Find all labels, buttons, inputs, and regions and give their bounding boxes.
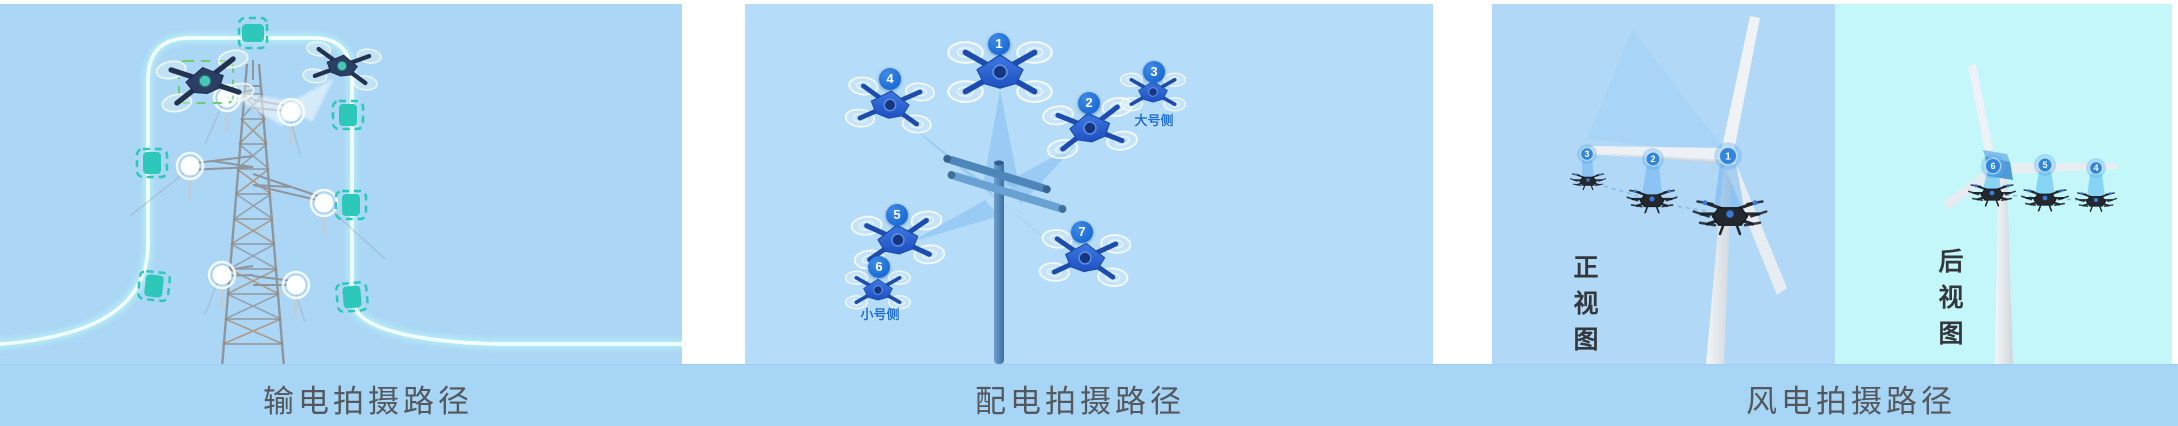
waypoint-badge-5: 5 bbox=[886, 204, 908, 226]
front-blade-markers: 1 2 3 bbox=[1576, 141, 1743, 171]
large-number-side-label: 大号侧 bbox=[1134, 113, 1174, 128]
caption-strip: 输电拍摄路径 配电拍摄路径 风电拍摄路径 bbox=[0, 364, 2178, 426]
waypoint-badge-2: 2 bbox=[1078, 92, 1100, 114]
rear-view-label: 后视图 bbox=[1935, 248, 1963, 356]
inspection-drone-left bbox=[155, 48, 255, 114]
panel-wind-front-view: 1 2 3 正视图 bbox=[1492, 4, 1835, 364]
small-number-side-label: 小号侧 bbox=[860, 307, 900, 322]
waypoint-badge-7: 7 bbox=[1071, 221, 1093, 243]
flight-sequence-arrows-front bbox=[1603, 185, 1707, 212]
rotor-sweep-sheen bbox=[1587, 29, 1728, 154]
wind-turbine-rear bbox=[1943, 64, 2118, 364]
waypoint-badge-4: 4 bbox=[879, 68, 901, 90]
panel-wind-rear-view: 6 5 4 后视图 bbox=[1835, 4, 2172, 364]
rear-blade-markers: 6 5 4 bbox=[1980, 153, 2107, 179]
front-marker-mid: 2 bbox=[1650, 154, 1655, 164]
waypoint-badge-6: 6 bbox=[868, 256, 890, 278]
caption-transmission: 输电拍摄路径 bbox=[263, 384, 473, 419]
rear-marker-tip: 4 bbox=[2093, 163, 2098, 173]
rear-marker-hub: 6 bbox=[1990, 161, 1995, 171]
distribution-pole bbox=[943, 154, 1067, 364]
caption-wind: 风电拍摄路径 bbox=[1746, 384, 1956, 419]
panel-transmission bbox=[0, 4, 682, 364]
flight-path bbox=[0, 33, 682, 349]
rear-marker-mid: 5 bbox=[2042, 160, 2047, 170]
waypoint-badge-3: 3 bbox=[1143, 61, 1165, 83]
waypoint-badge-1: 1 bbox=[988, 33, 1010, 55]
front-marker-tip: 3 bbox=[1584, 149, 1589, 159]
front-view-label: 正视图 bbox=[1570, 254, 1598, 362]
panel-distribution: 1 2 3 4 5 6 7 大号侧 小号侧 bbox=[745, 4, 1433, 364]
caption-distribution: 配电拍摄路径 bbox=[975, 384, 1185, 419]
front-marker-hub: 1 bbox=[1725, 152, 1731, 163]
camera-view-cones-front bbox=[1582, 160, 1744, 208]
